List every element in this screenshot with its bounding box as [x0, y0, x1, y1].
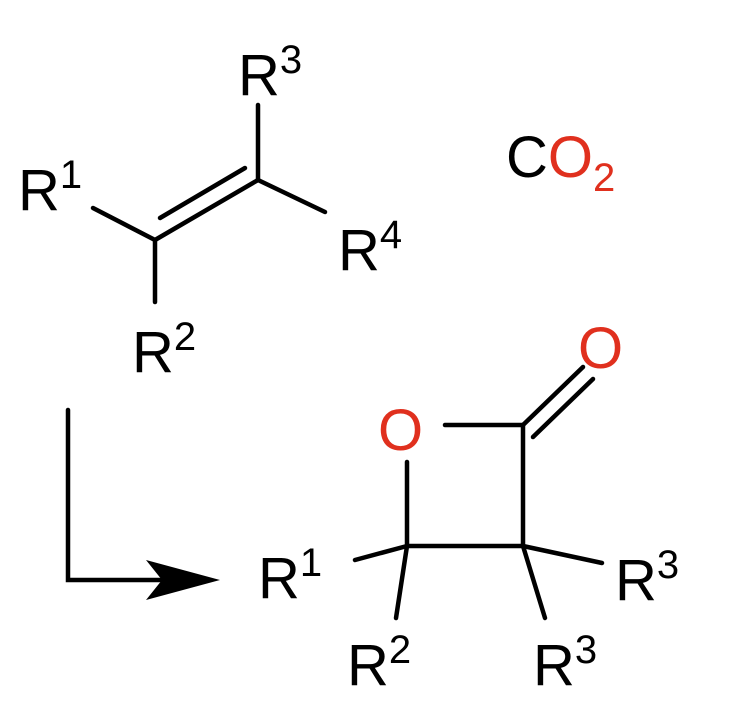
alkene-r2-base: R: [132, 320, 174, 385]
co2-carbon: C: [506, 125, 548, 190]
alkene-r3-base: R: [238, 43, 280, 108]
alkene-r4-sup: 4: [380, 213, 402, 257]
bond-c3-r3-bottom: [520, 543, 548, 621]
bond-c4-r1: [352, 543, 410, 563]
product-r3-right-label: R3: [615, 543, 679, 613]
beta-lactone-product: O O R1 R2 R3 R3: [258, 316, 679, 698]
product-r3-right-base: R: [615, 548, 657, 613]
product-r1-sup: 1: [300, 541, 322, 585]
alkene-r1-sup: 1: [60, 153, 82, 197]
bond-c3-r3-right: [520, 543, 605, 566]
alkene-r4-label: R4: [338, 213, 402, 283]
product-r3-bottom-base: R: [533, 633, 575, 698]
product-r1-label: R1: [258, 541, 322, 611]
alkene-r4-base: R: [338, 218, 380, 283]
bond-carbonyl-2: [530, 376, 596, 440]
product-r1-base: R: [258, 546, 300, 611]
reaction-arrow: [65, 407, 220, 600]
product-r3-bottom-label: R3: [533, 628, 597, 698]
bond-carbonyl-1: [520, 364, 586, 428]
bond-c1-c2: [152, 177, 261, 243]
arrow-shaft: [65, 407, 173, 583]
bond-r1-c1: [90, 205, 158, 243]
product-r3-right-sup: 3: [657, 543, 679, 587]
bond-c4-r2: [393, 543, 410, 621]
ring-oxygen-label: O: [378, 398, 423, 463]
alkene-r3-label: R3: [238, 38, 302, 108]
product-r2-sup: 2: [389, 628, 411, 672]
arrow-head: [146, 560, 220, 600]
bond-c1-c2-double: [157, 165, 248, 221]
carbonyl-oxygen-label: O: [578, 316, 623, 381]
bond-c2-r4: [255, 177, 328, 215]
co2-oxygen: O: [548, 125, 593, 190]
co2-subscript: 2: [593, 156, 615, 200]
alkene-reactant: R1 R2 R3 R4: [18, 38, 402, 385]
alkene-r1-label: R1: [18, 153, 82, 223]
product-r2-label: R2: [347, 628, 411, 698]
product-r2-base: R: [347, 633, 389, 698]
alkene-r2-sup: 2: [174, 315, 196, 359]
alkene-r2-label: R2: [132, 315, 196, 385]
alkene-r3-sup: 3: [280, 38, 302, 82]
alkene-r1-base: R: [18, 158, 60, 223]
co2-formula: CO2: [506, 125, 615, 200]
product-r3-bottom-sup: 3: [575, 628, 597, 672]
co2-reactant: CO2: [506, 125, 615, 200]
